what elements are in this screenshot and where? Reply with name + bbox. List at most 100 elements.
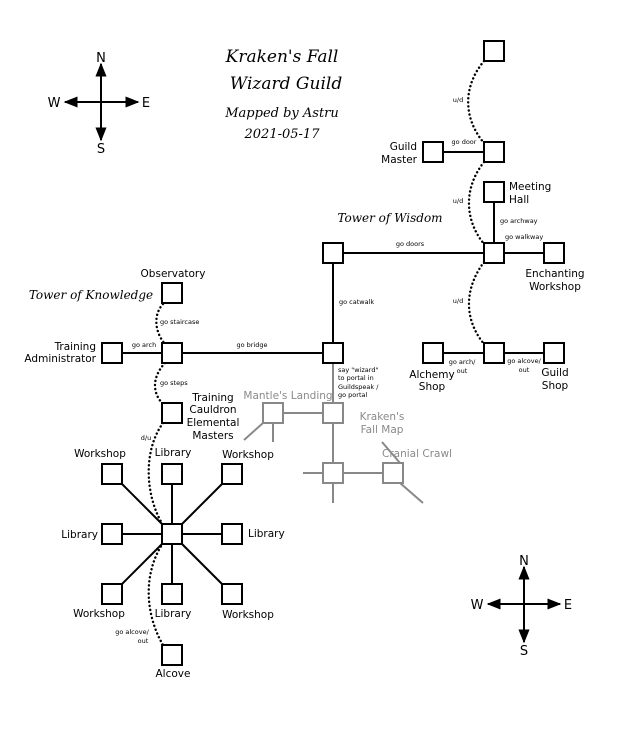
exit-go-alcove-out-1: go alcove/ <box>507 357 541 365</box>
room-workshop-ne <box>221 463 243 485</box>
exit-ud-2: u/d <box>453 197 463 205</box>
room-tower-of-knowledge <box>161 342 183 364</box>
exit-portal-4: go portal <box>338 391 367 399</box>
exit-portal-2: to portal in <box>338 374 374 382</box>
compass-s: S <box>97 142 105 157</box>
room-enchanting <box>543 242 565 264</box>
room-labels: Guild Master Meeting Hall Enchanting Wor… <box>24 141 584 680</box>
room-guild-shop <box>543 342 565 364</box>
tower-of-wisdom-label: Tower of Wisdom <box>337 211 442 225</box>
compass-rose-bottom: N S W E <box>471 554 573 659</box>
room-observatory <box>161 282 183 304</box>
alchemy-label-2: Shop <box>419 381 446 393</box>
exit-portal-1: say "wizard" <box>338 366 378 374</box>
workshop-se-label: Workshop <box>222 609 274 621</box>
cauldron-label-2: Cauldron <box>189 404 236 416</box>
overview-room-portal <box>322 402 344 424</box>
training-admin-label-1: Training <box>54 341 96 353</box>
room-library-w <box>101 523 123 545</box>
mantles-landing-room <box>262 402 284 424</box>
guild-master-label-1: Guild <box>390 141 417 153</box>
library-s-label: Library <box>155 608 192 620</box>
room-landing-2 <box>483 242 505 264</box>
compass-n: N <box>96 51 106 66</box>
cauldron-label-1: Training <box>191 392 233 404</box>
exit-go-alcove-out-3: go alcove/ <box>115 628 149 636</box>
vertical-connections <box>147 59 486 647</box>
kraken-map-label-1: Kraken's <box>360 411 405 423</box>
exit-go-alcove-out-2: out <box>519 366 530 374</box>
kraken-fall-overview: Mantle's Landing Kraken's Fall Map Crani… <box>243 363 452 504</box>
library-e-label: Library <box>248 528 285 540</box>
compass-e-2: E <box>564 598 572 613</box>
observatory-label: Observatory <box>141 268 206 280</box>
room-library-e <box>221 523 243 545</box>
room-guild-master <box>422 141 444 163</box>
exit-go-arch-out-2: out <box>457 367 468 375</box>
exit-go-steps: go steps <box>160 379 188 387</box>
library-w-label: Library <box>61 529 98 541</box>
mapped-by: Mapped by Astru <box>224 106 339 121</box>
room-workshop-nw <box>101 463 123 485</box>
room-library-s <box>161 583 183 605</box>
room-top-tower <box>483 40 505 62</box>
map-title: Kraken's Fall Wizard Guild Mapped by Ast… <box>224 47 342 142</box>
rooms <box>101 40 565 666</box>
exit-ud-1: u/d <box>453 96 463 104</box>
meeting-hall-label-2: Hall <box>509 194 529 206</box>
connections <box>121 151 544 585</box>
room-training-admin <box>101 342 123 364</box>
enchanting-label-2: Workshop <box>529 281 581 293</box>
room-landing-1 <box>483 141 505 163</box>
alchemy-label-1: Alchemy <box>409 369 454 381</box>
compass-n-2: N <box>519 554 529 569</box>
room-alchemy <box>422 342 444 364</box>
enchanting-label-1: Enchanting <box>525 268 584 280</box>
exit-portal-3: Guildspeak / <box>338 383 379 391</box>
exit-go-arch-out-1: go arch/ <box>449 358 476 366</box>
mantles-landing-label: Mantle's Landing <box>243 390 332 402</box>
kraken-map-label-2: Fall Map <box>361 424 404 436</box>
alcove-label: Alcove <box>156 668 191 680</box>
workshop-sw-label: Workshop <box>73 608 125 620</box>
room-meeting-hall <box>483 181 505 203</box>
room-workshop-sw <box>101 583 123 605</box>
guild-shop-label-1: Guild <box>541 367 568 379</box>
exit-go-bridge: go bridge <box>236 341 267 349</box>
room-landing-3 <box>483 342 505 364</box>
guild-master-label-2: Master <box>381 154 418 166</box>
compass-e: E <box>142 96 150 111</box>
workshop-nw-label: Workshop <box>74 448 126 460</box>
workshop-ne-label: Workshop <box>222 449 274 461</box>
overview-room-south <box>322 462 344 484</box>
exit-go-staircase: go staircase <box>160 318 199 326</box>
room-alcove <box>161 644 183 666</box>
exit-ud-3: u/d <box>453 297 463 305</box>
room-tower-of-wisdom <box>322 242 344 264</box>
title-line-1: Kraken's Fall <box>225 47 339 67</box>
exit-go-walkway: go walkway <box>505 233 543 241</box>
cauldron-label-3: Elemental <box>187 417 240 429</box>
room-library-n <box>161 463 183 485</box>
guild-shop-label-2: Shop <box>542 380 569 392</box>
exit-go-arch: go arch <box>132 341 156 349</box>
compass-w-2: W <box>471 598 484 613</box>
cranial-crawl-room <box>382 462 404 484</box>
exit-go-doors: go doors <box>396 240 425 248</box>
room-hub <box>161 523 183 545</box>
meeting-hall-label-1: Meeting <box>509 181 551 193</box>
exit-go-door: go door <box>452 138 477 146</box>
map-date: 2021-05-17 <box>244 127 321 142</box>
training-admin-label-2: Administrator <box>24 353 96 365</box>
title-line-2: Wizard Guild <box>230 74 343 94</box>
exit-labels: u/d go door u/d go archway go walkway go… <box>115 96 543 645</box>
exit-go-catwalk: go catwalk <box>339 298 374 306</box>
exit-go-alcove-out-4: out <box>138 637 149 645</box>
compass-w: W <box>48 96 61 111</box>
tower-of-knowledge-label: Tower of Knowledge <box>29 288 153 302</box>
compass-rose-top: N S W E <box>48 51 151 157</box>
compass-s-2: S <box>520 644 528 659</box>
room-workshop-se <box>221 583 243 605</box>
library-n-label: Library <box>155 447 192 459</box>
